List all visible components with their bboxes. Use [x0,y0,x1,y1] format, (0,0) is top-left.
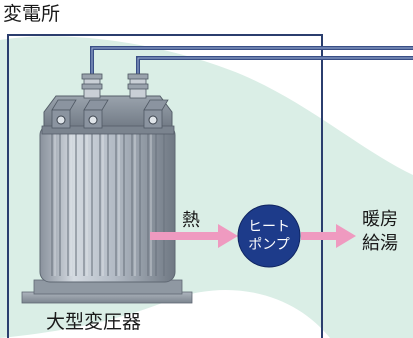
power-cables [90,46,413,78]
output-label-line2: 給湯 [362,233,398,254]
output-label: 暖房 給湯 [362,208,398,256]
heat-pump-label: ヒート ポンプ [238,205,300,267]
output-label-line1: 暖房 [362,209,398,230]
transformer-label: 大型変圧器 [46,311,142,333]
output-arrow [301,224,356,248]
heat-pump-label-line1: ヒート [248,219,290,235]
heat-pump-label-line2: ポンプ [248,237,290,253]
heat-arrow [150,224,238,248]
heat-pump-circle [237,204,301,268]
heat-label: 熱 [182,210,200,231]
substation-label: 変電所 [3,3,61,25]
substation-building-outline [7,34,323,338]
transformer [21,73,193,304]
